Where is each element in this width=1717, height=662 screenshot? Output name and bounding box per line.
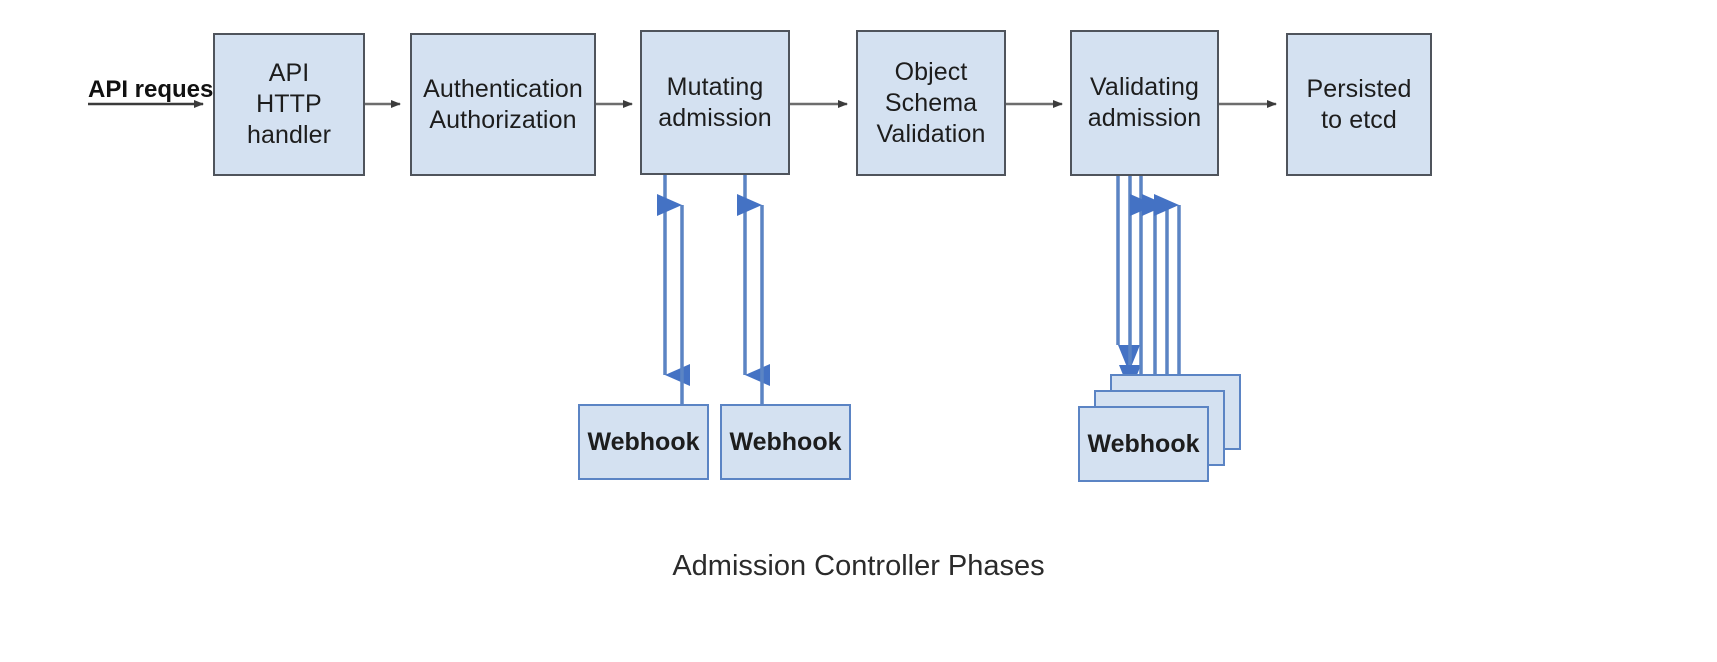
webhook-label: Webhook	[729, 427, 842, 456]
webhook-call-validating-2-down	[1119, 174, 1141, 392]
phase-line: admission	[658, 103, 772, 132]
phase-box-persisted-to-etcd[interactable]: Persisted to etcd	[1286, 33, 1432, 176]
phase-line: admission	[1087, 104, 1202, 132]
phase-box-mutating-admission[interactable]: Mutating admission	[640, 30, 790, 175]
phase-line: Validation	[876, 119, 986, 148]
phase-line: Persisted	[1306, 74, 1412, 103]
phase-line: to etcd	[1321, 105, 1397, 134]
webhook-label: Webhook	[1087, 429, 1200, 458]
phase-line: HTTP	[256, 90, 322, 118]
api-request-label: API request	[88, 76, 222, 103]
phase-line: API	[268, 59, 310, 87]
phase-line: Authentication	[423, 74, 583, 103]
phase-line: Authorization	[429, 105, 577, 134]
phase-box-object-schema-validation[interactable]: Object Schema Validation	[856, 30, 1006, 176]
phase-box-api-http-handler[interactable]: API HTTP handler	[213, 33, 365, 176]
phase-line: Validating	[1090, 73, 1199, 101]
phase-line: Object	[894, 57, 968, 86]
phase-line: Schema	[884, 88, 978, 117]
phase-line: Mutating	[666, 72, 764, 101]
phase-box-authentication-authorization[interactable]: Authentication Authorization	[410, 33, 596, 176]
webhook-label: Webhook	[587, 427, 700, 456]
diagram-caption: Admission Controller Phases	[672, 550, 1045, 582]
webhook-box-mutating-1[interactable]: Webhook	[578, 404, 709, 480]
phase-line: handler	[246, 121, 332, 149]
phase-box-validating-admission[interactable]: Validating admission	[1070, 30, 1219, 176]
webhook-box-validating-stack-front[interactable]: Webhook	[1078, 406, 1209, 482]
webhook-box-mutating-2[interactable]: Webhook	[720, 404, 851, 480]
